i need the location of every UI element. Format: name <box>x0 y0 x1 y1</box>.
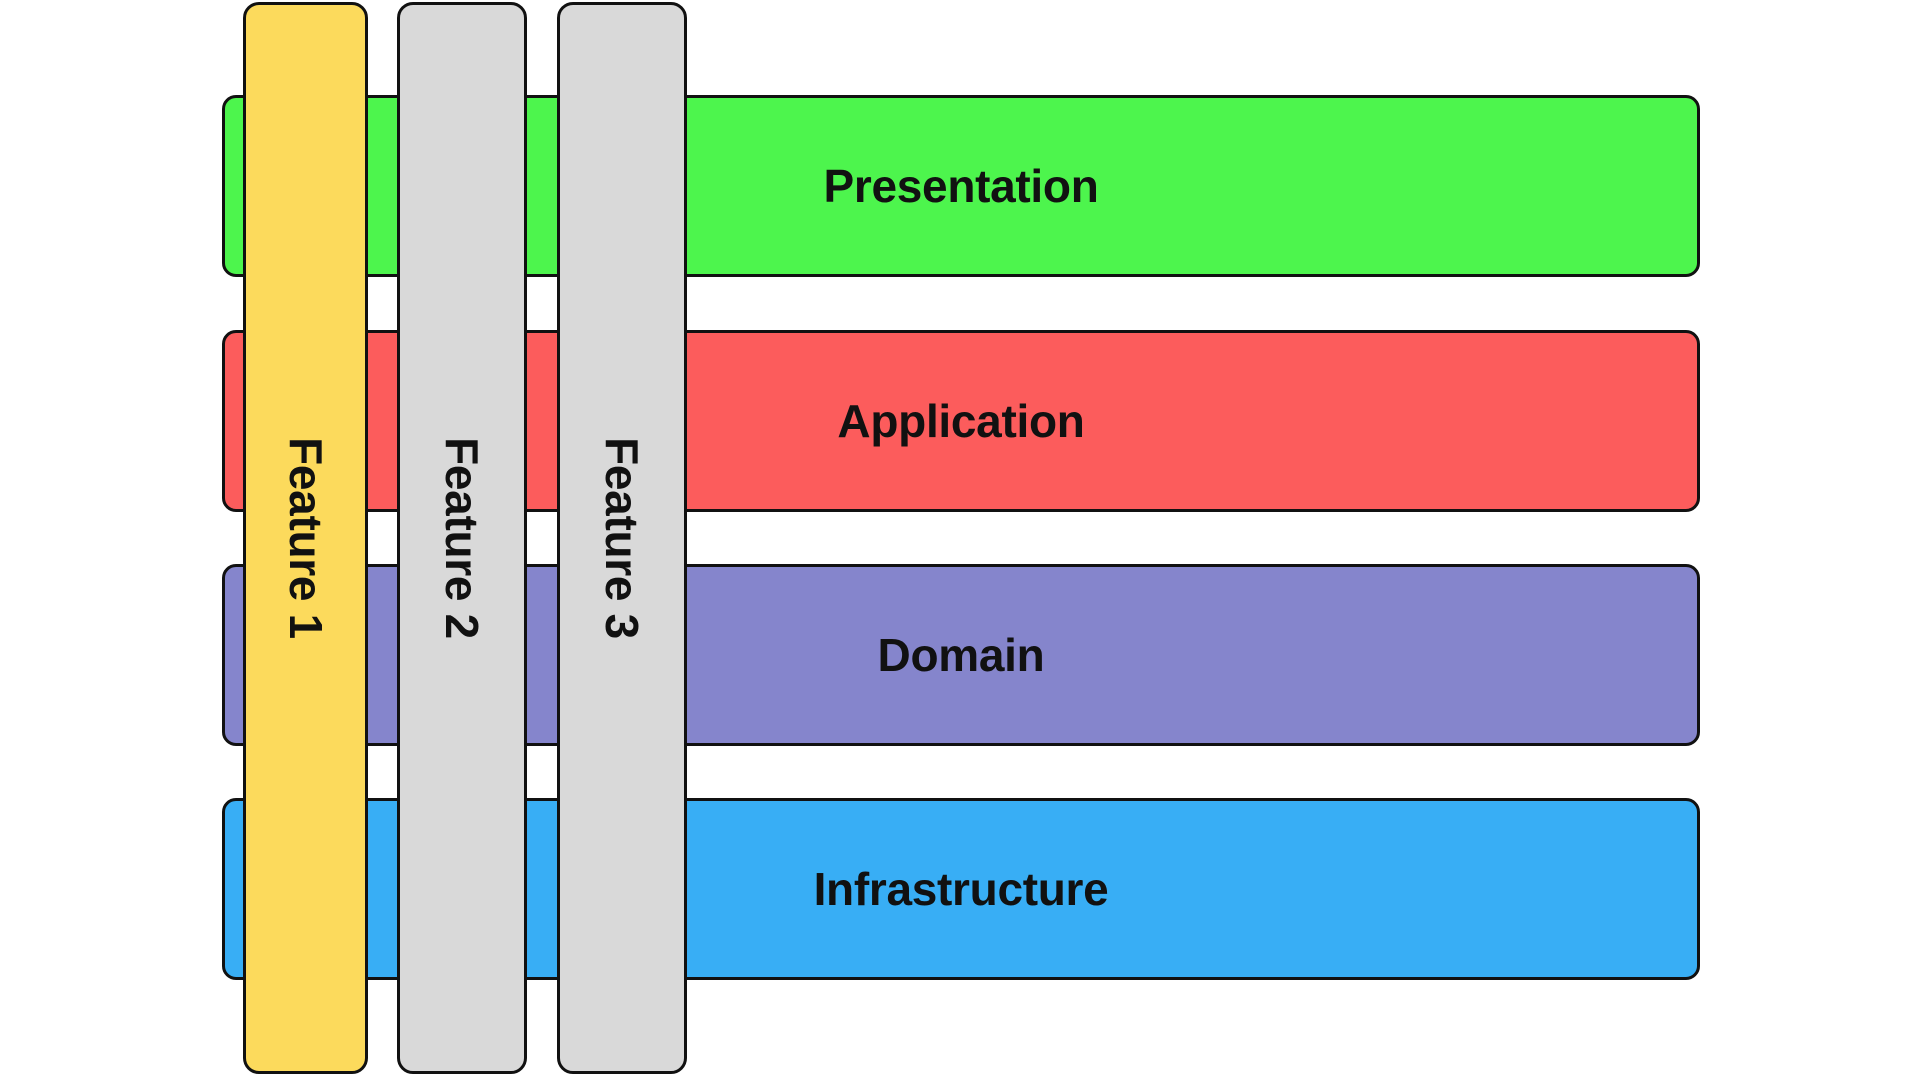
feature-bar-feature-1[interactable]: Feature 1 <box>243 2 368 1074</box>
feature-bar-feature-3[interactable]: Feature 3 <box>557 2 687 1074</box>
feature-bar-label: Feature 3 <box>596 437 648 639</box>
feature-bar-feature-2[interactable]: Feature 2 <box>397 2 527 1074</box>
feature-bar-label: Feature 1 <box>279 437 332 639</box>
feature-bar-label: Feature 2 <box>436 437 488 639</box>
